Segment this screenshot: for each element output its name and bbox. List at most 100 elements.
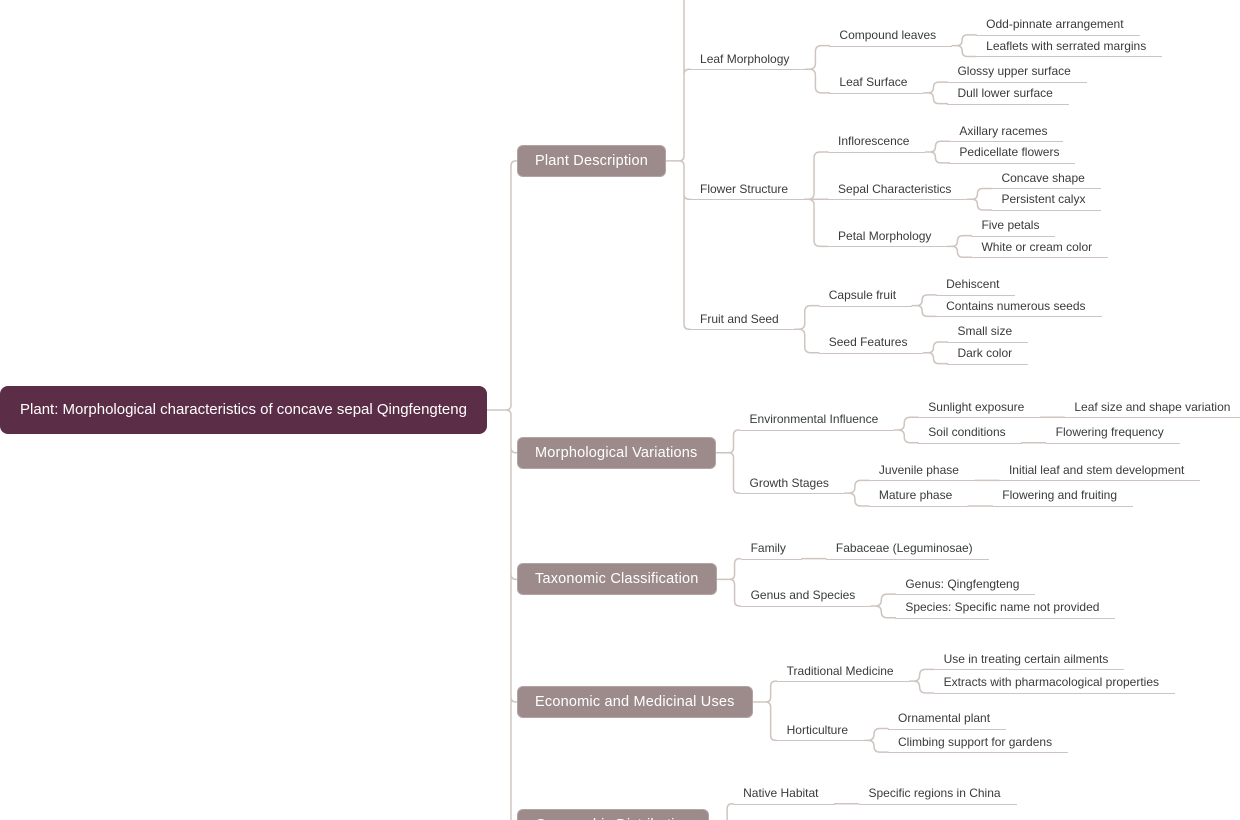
topic-persistent-calyx[interactable]: Persistent calyx — [991, 191, 1102, 212]
topic-axillary-racemes[interactable]: Axillary racemes — [949, 123, 1064, 143]
branch-flowering-frequency: Flowering frequency — [1045, 424, 1180, 444]
children-group: Leaf size and shape variation — [1064, 398, 1240, 420]
topic-flowering-frequency[interactable]: Flowering frequency — [1045, 424, 1180, 444]
topic-use-in-treating-certain-ailments[interactable]: Use in treating certain ailments — [933, 651, 1125, 671]
branch-species-specific-name-not-provided: Species: Specific name not provided — [895, 599, 1116, 619]
topic-dark-color[interactable]: Dark color — [947, 345, 1029, 365]
topic-sepal-characteristics[interactable]: Sepal Characteristics — [828, 181, 968, 201]
topic-capsule-fruit[interactable]: Capsule fruit — [818, 287, 913, 307]
topic-plant-description[interactable]: Plant Description — [517, 144, 667, 177]
topic-juvenile-phase[interactable]: Juvenile phase — [868, 462, 975, 482]
branch-use-in-treating-certain-ailments: Use in treating certain ailments — [933, 651, 1125, 671]
topic-fabaceae-leguminosae[interactable]: Fabaceae (Leguminosae) — [825, 540, 989, 560]
branch-family: Family Fabaceae (Leguminosae) — [740, 538, 989, 562]
branch-morphological-variations: Morphological Variations Environmental In… — [517, 390, 1240, 516]
topic-genus-qingfengteng[interactable]: Genus: Qingfengteng — [895, 576, 1036, 596]
topic-climbing-support-for-gardens[interactable]: Climbing support for gardens — [888, 734, 1069, 754]
branch-flowering-and-fruiting: Flowering and fruiting — [992, 487, 1134, 507]
branch-economic-and-medicinal-uses: Economic and Medicinal Uses Traditional M… — [517, 643, 1176, 761]
topic-mature-phase[interactable]: Mature phase — [868, 487, 969, 507]
topic-taxonomic-classification[interactable]: Taxonomic Classification — [517, 563, 717, 596]
branch-sunlight-exposure: Sunlight exposure Leaf size and shape var… — [918, 398, 1240, 420]
topic-extracts-with-pharmacological-properties[interactable]: Extracts with pharmacological properties — [933, 674, 1176, 694]
topic-pedicellate-flowers[interactable]: Pedicellate flowers — [949, 144, 1076, 164]
topic-leaf-size-and-shape-variation[interactable]: Leaf size and shape variation — [1064, 399, 1240, 419]
topic-compound-leaves[interactable]: Compound leaves — [829, 27, 953, 47]
topic-soil-conditions[interactable]: Soil conditions — [918, 424, 1022, 444]
topic-contains-numerous-seeds[interactable]: Contains numerous seeds — [936, 298, 1102, 318]
branch-genus-qingfengteng: Genus: Qingfengteng — [895, 576, 1036, 596]
topic-dull-lower-surface[interactable]: Dull lower surface — [947, 85, 1069, 105]
topic-economic-and-medicinal-uses[interactable]: Economic and Medicinal Uses — [517, 685, 753, 718]
topic-specific-regions-in-china[interactable]: Specific regions in China — [858, 785, 1017, 805]
topic-genus-and-species[interactable]: Genus and Species — [740, 587, 872, 607]
topic-flowering-and-fruiting[interactable]: Flowering and fruiting — [992, 487, 1134, 507]
branch-white-or-cream-color: White or cream color — [971, 239, 1109, 259]
topic-fruit-and-seed[interactable]: Fruit and Seed — [690, 311, 795, 331]
topic-environmental-influence[interactable]: Environmental Influence — [739, 411, 895, 431]
topic-initial-leaf-and-stem-development[interactable]: Initial leaf and stem development — [998, 462, 1201, 482]
branch-pedicellate-flowers: Pedicellate flowers — [949, 144, 1076, 164]
branch-dull-lower-surface: Dull lower surface — [947, 85, 1069, 105]
topic-horticulture[interactable]: Horticulture — [776, 722, 864, 742]
branch-taxonomic-classification: Taxonomic Classification Family Fabaceae (… — [517, 532, 1116, 627]
branch-climbing-support-for-gardens: Climbing support for gardens — [888, 734, 1069, 754]
topic-glossy-upper-surface[interactable]: Glossy upper surface — [947, 63, 1087, 84]
topic-small-size[interactable]: Small size — [947, 323, 1029, 343]
branch-ornamental-plant: Ornamental plant — [888, 710, 1007, 730]
branch-glossy-upper-surface: Glossy upper surface — [947, 63, 1087, 84]
branch-general-appearance: General AppearanceClimbing vineWoody ste… — [690, 0, 949, 1]
branch-fabaceae-leguminosae: Fabaceae (Leguminosae) — [825, 540, 989, 560]
branch-growth-stages: Growth Stages Juvenile phase Initial leaf … — [739, 459, 1201, 510]
topic-ornamental-plant[interactable]: Ornamental plant — [888, 710, 1007, 730]
topic-inflorescence[interactable]: Inflorescence — [828, 133, 926, 154]
branch-leaf-size-and-shape-variation: Leaf size and shape variation — [1064, 399, 1240, 419]
children-group: Traditional Medicine Use in treating cert… — [776, 643, 1176, 761]
topic-traditional-medicine[interactable]: Traditional Medicine — [776, 663, 910, 683]
topic-flower-structure[interactable]: Flower Structure — [690, 181, 805, 201]
topic-native-habitat[interactable]: Native Habitat — [733, 785, 835, 805]
branch-environmental-influence: Environmental Influence Sunlight exposure… — [739, 396, 1240, 447]
main-branches: Plant Description General AppearanceClimb… — [517, 0, 1240, 820]
topic-leaflets-with-serrated-margins[interactable]: Leaflets with serrated margins — [976, 38, 1163, 58]
topic-family[interactable]: Family — [740, 540, 802, 560]
children-group: Family Fabaceae (Leguminosae) Genus and Sp… — [740, 532, 1116, 627]
topic-concave-shape[interactable]: Concave shape — [991, 170, 1101, 190]
topic-white-or-cream-color[interactable]: White or cream color — [971, 239, 1109, 259]
topic-seed-features[interactable]: Seed Features — [818, 334, 924, 354]
topic-growth-stages[interactable]: Growth Stages — [739, 475, 845, 495]
topic-geographic-distribution[interactable]: Geographic Distribution — [517, 808, 710, 820]
topic-dehiscent[interactable]: Dehiscent — [936, 276, 1016, 296]
branch-leaflets-with-serrated-margins: Leaflets with serrated margins — [976, 38, 1163, 58]
topic-leaf-surface[interactable]: Leaf Surface — [829, 74, 924, 94]
topic-morphological-variations[interactable]: Morphological Variations — [517, 436, 716, 469]
children-group: Environmental Influence Sunlight exposure… — [739, 390, 1240, 516]
topic-petal-morphology[interactable]: Petal Morphology — [828, 228, 948, 248]
topic-species-specific-name-not-provided[interactable]: Species: Specific name not provided — [895, 599, 1116, 619]
topic-leaf-morphology[interactable]: Leaf Morphology — [690, 51, 806, 71]
root-topic[interactable]: Plant: Morphological characteristics of … — [0, 385, 487, 435]
topic-five-petals[interactable]: Five petals — [971, 217, 1056, 237]
children-group: Flowering and fruiting — [992, 486, 1134, 508]
branch-geographic-distribution: Geographic Distribution Native Habitat Spe… — [517, 777, 1030, 820]
topic-sunlight-exposure[interactable]: Sunlight exposure — [918, 399, 1041, 419]
children-group: Flowering frequency — [1045, 423, 1180, 445]
topic-odd-pinnate-arrangement[interactable]: Odd-pinnate arrangement — [976, 16, 1140, 36]
branch-concave-shape: Concave shape — [991, 170, 1101, 190]
